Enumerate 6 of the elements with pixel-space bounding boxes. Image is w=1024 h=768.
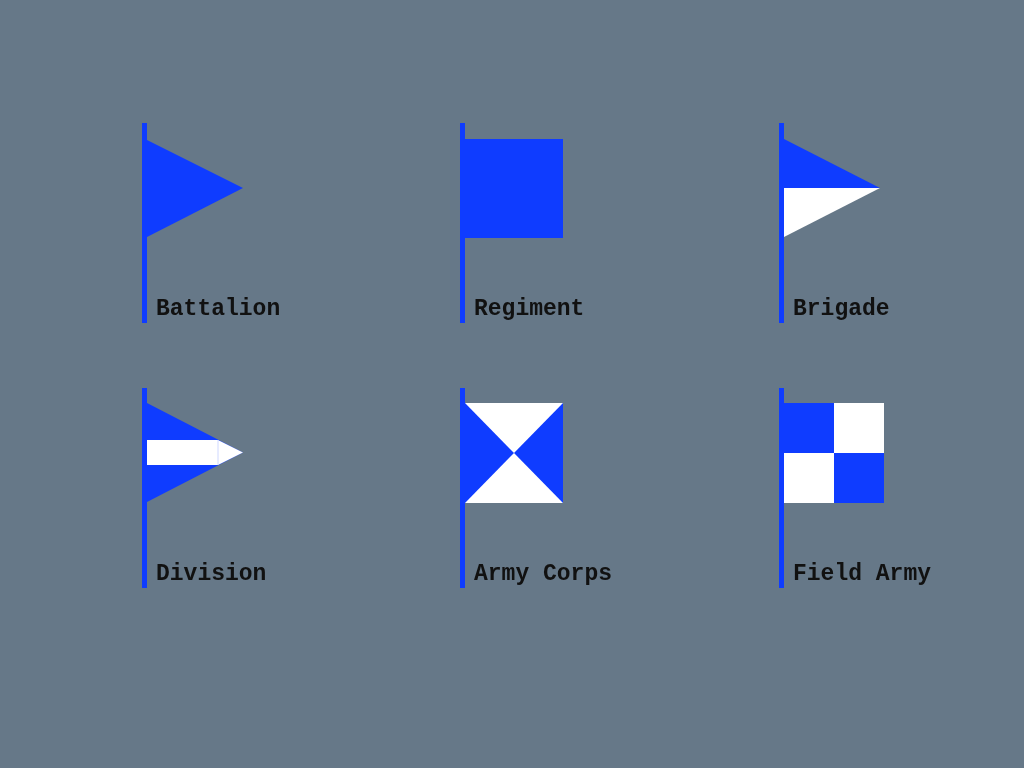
flag-caption: Army Corps xyxy=(474,561,613,587)
flag-caption: Regiment xyxy=(474,296,585,322)
flag-caption: Field Army xyxy=(793,561,932,587)
flag-caption: Brigade xyxy=(793,296,890,322)
flag-caption: Battalion xyxy=(156,296,281,322)
flag-caption: Division xyxy=(156,561,267,587)
